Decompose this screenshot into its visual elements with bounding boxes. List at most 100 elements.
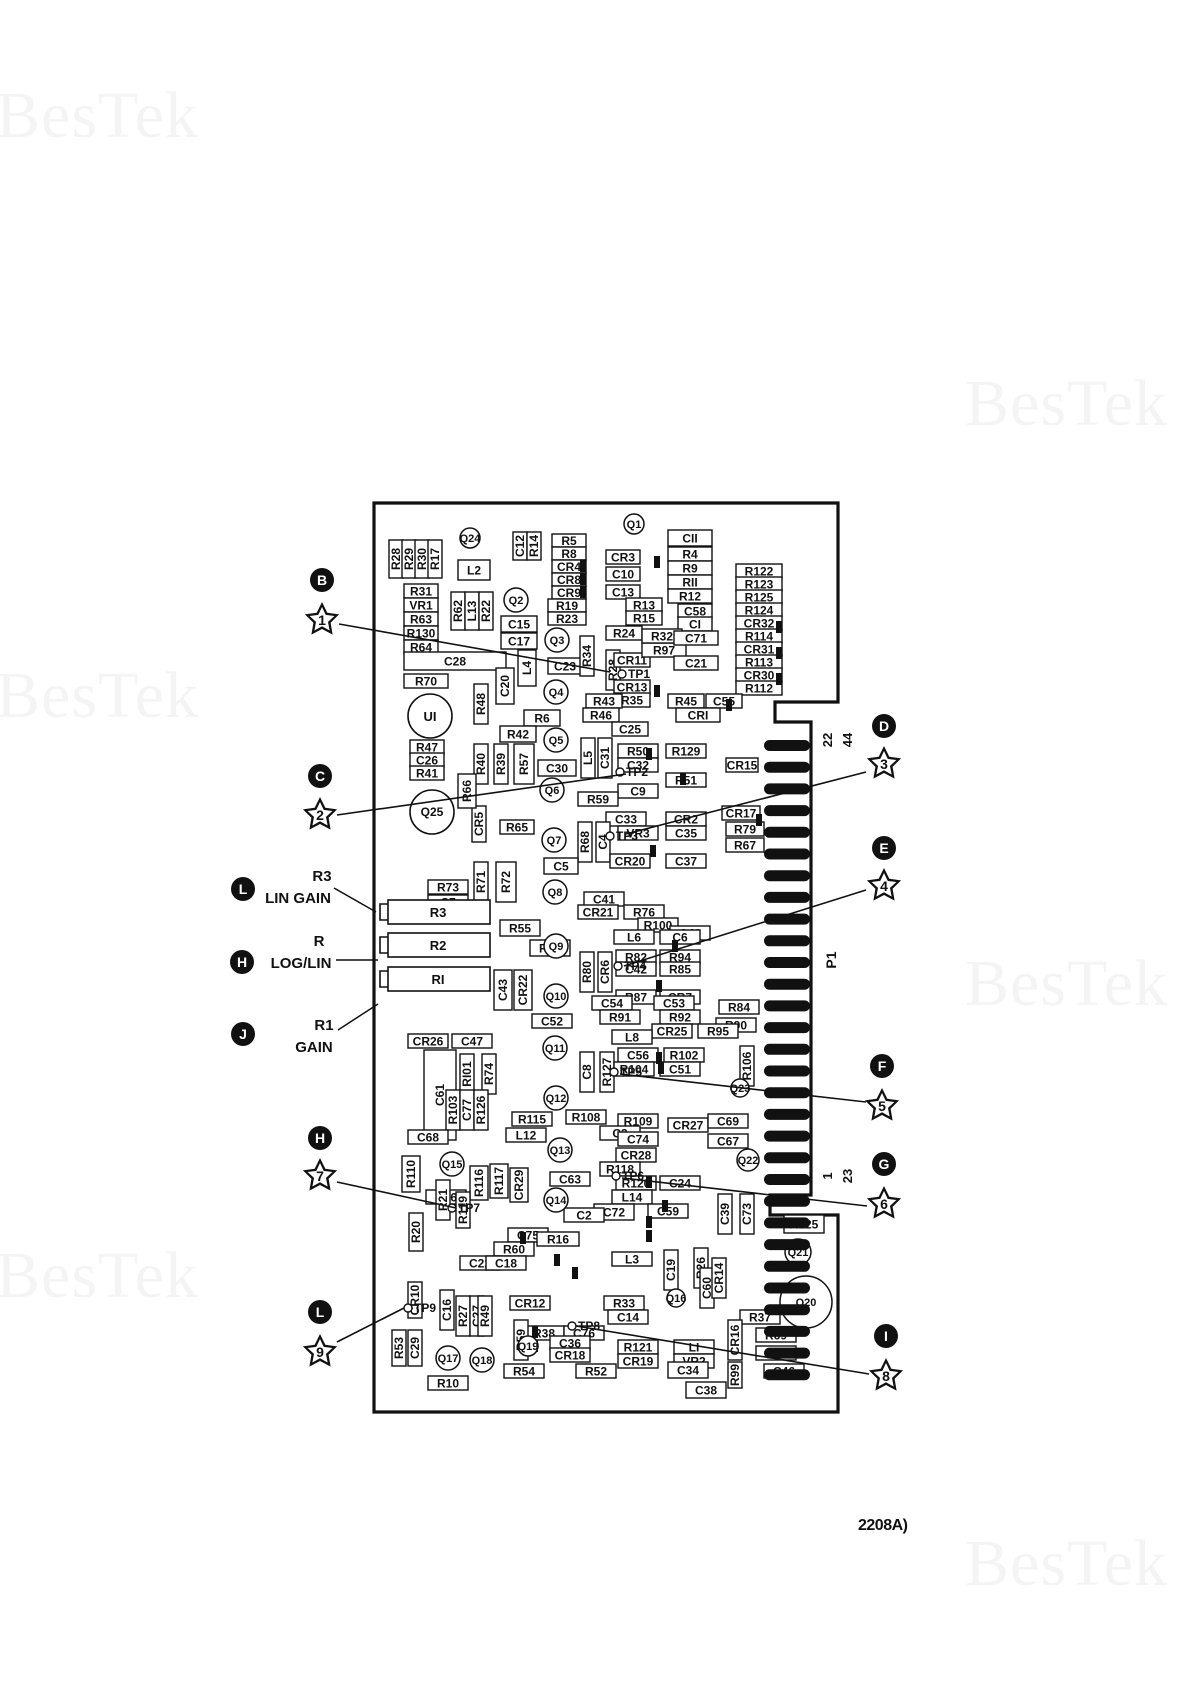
component-label: R74 xyxy=(482,1063,496,1085)
component-body xyxy=(579,951,595,993)
component-body xyxy=(435,1179,451,1221)
component-label: C68 xyxy=(417,1131,439,1145)
component-label: R29 xyxy=(402,548,416,570)
component-body xyxy=(481,1053,497,1095)
connector-label: P1 xyxy=(823,951,839,968)
transistor-label: Q9 xyxy=(549,941,564,953)
connector-finger xyxy=(764,740,810,751)
component-label: R102 xyxy=(670,1049,699,1063)
callout-letter-circle xyxy=(310,568,334,592)
test-point-ring xyxy=(605,831,615,841)
component-label: CR11 xyxy=(617,654,647,668)
component-body xyxy=(536,1231,580,1247)
component-label: R84 xyxy=(728,1001,750,1015)
component-r125: R125 xyxy=(735,589,783,605)
test-point-ring xyxy=(613,961,623,971)
component-label: CI xyxy=(689,618,701,632)
component-body xyxy=(575,1363,617,1379)
component-label: R112 xyxy=(745,682,773,696)
component-r129: R129 xyxy=(665,743,707,759)
callout-letter-circle xyxy=(872,1152,896,1176)
transistor-q25: Q25 xyxy=(409,789,455,835)
transistor-label: Q8 xyxy=(548,887,563,899)
component-label: CR22 xyxy=(516,974,530,1005)
component-body xyxy=(537,759,577,777)
component-label: R5 xyxy=(561,534,577,548)
callout-star-6: 6 xyxy=(866,1186,902,1219)
component-r60: R60 xyxy=(493,1241,535,1257)
test-point-9: TP9 xyxy=(403,1301,436,1315)
test-point-label: TP1 xyxy=(628,667,650,681)
component-body xyxy=(505,1127,547,1143)
component-body xyxy=(523,709,561,727)
component-r29: R29 xyxy=(401,539,417,579)
component-label: R121 xyxy=(624,1341,653,1355)
component-label: CR17 xyxy=(726,807,757,821)
component-cr18: CR18 xyxy=(549,1347,591,1363)
component-c31: C31 xyxy=(597,737,613,779)
test-point-label: TP4 xyxy=(624,959,646,973)
component-label: C5 xyxy=(553,860,569,874)
component-cr32: CR32 xyxy=(735,615,783,631)
component-ri01: RI01 xyxy=(459,1053,475,1095)
callout-star-number: 3 xyxy=(880,756,888,772)
component-label: R10 xyxy=(437,1377,459,1391)
diode-band xyxy=(532,1326,538,1338)
component-label: CR29 xyxy=(512,1169,526,1200)
component-label: R41 xyxy=(416,767,438,781)
component-body xyxy=(727,1361,743,1389)
component-r46: R46 xyxy=(582,707,620,723)
component-label: C43 xyxy=(496,979,510,1001)
callout-leader-4 xyxy=(623,889,867,967)
component-label: R106 xyxy=(740,1051,754,1080)
component-label: VR1 xyxy=(409,599,433,613)
component-cr28: CR28 xyxy=(615,1147,657,1163)
component-body xyxy=(391,1329,407,1367)
callout-star-number: 9 xyxy=(316,1344,324,1360)
callout-letter-circle xyxy=(308,764,332,788)
transistor-label: Q24 xyxy=(460,533,482,545)
connector-finger xyxy=(764,1239,810,1251)
transistor-body xyxy=(459,527,481,549)
connector-pin-23: 23 xyxy=(840,1169,855,1183)
component-body xyxy=(673,630,719,646)
diode-band xyxy=(776,621,782,633)
component-l3: L3 xyxy=(611,1251,653,1267)
component-c54: C54 xyxy=(591,995,633,1011)
component-c21: C21 xyxy=(673,655,719,671)
component-label: C53 xyxy=(663,997,685,1011)
component-label: CR4 xyxy=(557,560,581,574)
component-l14: L14 xyxy=(611,1189,653,1205)
potentiometer-r1: RI xyxy=(379,966,491,992)
transistor-body xyxy=(543,1085,569,1111)
component-label: C19 xyxy=(664,1259,678,1281)
component-cr26: CR26 xyxy=(407,1033,449,1049)
component-c20: C20 xyxy=(495,667,515,705)
component-label: R14 xyxy=(527,535,541,557)
test-point-label: TP9 xyxy=(414,1301,436,1315)
ic-body xyxy=(407,693,453,739)
callout-star-inner xyxy=(871,873,897,897)
component-label: L8 xyxy=(625,1031,639,1045)
component-label: C12 xyxy=(513,535,527,557)
component-c10: C10 xyxy=(605,566,641,582)
component-label: R97 xyxy=(653,644,675,658)
component-r108: R108 xyxy=(565,1109,607,1125)
diode-band xyxy=(646,1216,652,1228)
side-letter-text: L xyxy=(239,881,248,897)
component-c68: C68 xyxy=(407,1129,449,1145)
component-label: R95 xyxy=(707,1025,729,1039)
component-label: R33 xyxy=(613,1297,635,1311)
component-r94: R94 xyxy=(659,949,701,965)
diode-band xyxy=(654,685,660,697)
transistor-body xyxy=(623,513,645,535)
component-r85: R85 xyxy=(659,961,701,977)
component-r48: R48 xyxy=(473,683,489,725)
transistor-label: Q6 xyxy=(545,785,560,797)
component-cr22: CR22 xyxy=(513,969,533,1011)
side-letter-l: L xyxy=(231,877,255,901)
side-letter-text: J xyxy=(239,1026,247,1042)
component-r122: R122 xyxy=(735,563,783,579)
component-label: C14 xyxy=(617,1311,639,1325)
